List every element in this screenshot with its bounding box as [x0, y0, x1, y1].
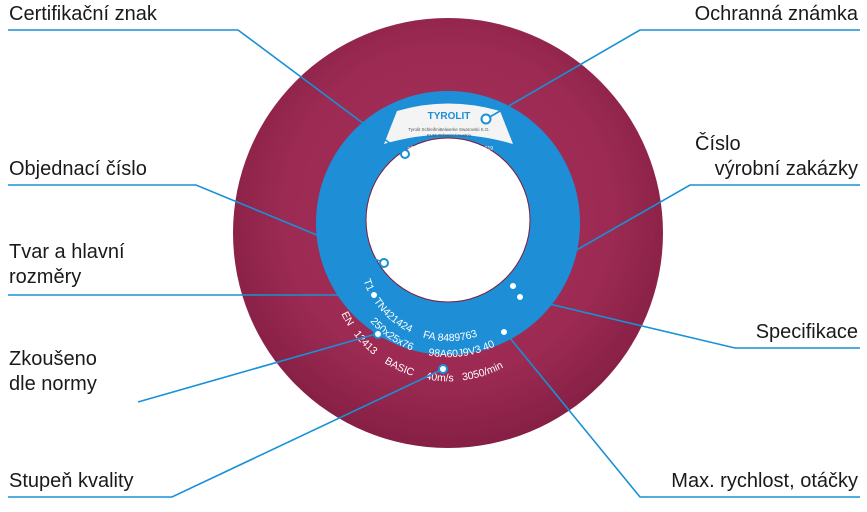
label-zkouseno-line2: dle normy — [9, 373, 97, 395]
label-tvar-line1: Tvar a hlavní — [9, 241, 125, 263]
leader-specifikace — [519, 296, 860, 349]
label-certifikacni-znak: Certifikační znak — [9, 3, 157, 25]
label-max-rychlost: Max. rychlost, otáčky — [671, 470, 858, 492]
wheel-code-small: ZY 019 — [477, 146, 493, 152]
dot-ochranna-znamka — [480, 113, 492, 125]
wheel-cert-mark: oSa — [408, 146, 417, 152]
wheel-hole-rim — [365, 137, 531, 303]
label-cislo-zakazky-line2: výrobní zakázky — [714, 158, 858, 180]
dot-max-rychlost — [499, 327, 509, 337]
label-cislo-zakazky-line1: Číslo — [695, 133, 741, 155]
leader-ochranna-znamka — [487, 29, 860, 119]
label-objednaci-cislo: Objednací číslo — [9, 158, 147, 180]
dot-tvar — [369, 290, 379, 300]
wheel-brand-logo: TYROLIT — [428, 111, 471, 122]
dot-specifikace — [515, 292, 525, 302]
leader-lines — [8, 29, 860, 498]
wheel-center-hole — [366, 138, 530, 302]
leader-stupen-kvality — [8, 369, 442, 498]
wheel-row1-c: FA 8489763 — [422, 328, 479, 345]
dot-certifikacni-znak — [400, 149, 410, 159]
label-zkouseno-line1: Zkoušeno — [9, 348, 97, 370]
dot-zkouseno — [373, 329, 383, 339]
leader-cislo-zakazky — [511, 184, 860, 288]
label-ochranna-znamka: Ochranná známka — [694, 3, 858, 25]
wheel-company-line2: 6130 Schwaz / Austria — [427, 133, 472, 138]
wheel-white-panel — [384, 103, 513, 144]
label-tvar-line2: rozměry — [9, 266, 82, 288]
leader-max-rychlost — [504, 331, 860, 498]
leader-zkouseno — [137, 333, 377, 403]
leader-objednaci-cislo — [8, 184, 383, 263]
wheel-row1-a: T1 — [361, 277, 377, 293]
label-stupen-kvality: Stupeň kvality — [9, 470, 134, 492]
leader-dots — [369, 113, 525, 374]
leader-certifikacni-znak — [8, 29, 404, 154]
dot-stupen-kvality — [438, 364, 448, 374]
wheel-row3-d: 40m/s — [425, 370, 454, 384]
label-specifikace: Specifikace — [755, 321, 858, 343]
wheel-company-line1: Tyrolit Schleifmittelwerke Swarovski K.G… — [408, 127, 490, 132]
dot-objednaci-cislo — [379, 258, 389, 268]
dot-cislo-zakazky — [508, 281, 518, 291]
